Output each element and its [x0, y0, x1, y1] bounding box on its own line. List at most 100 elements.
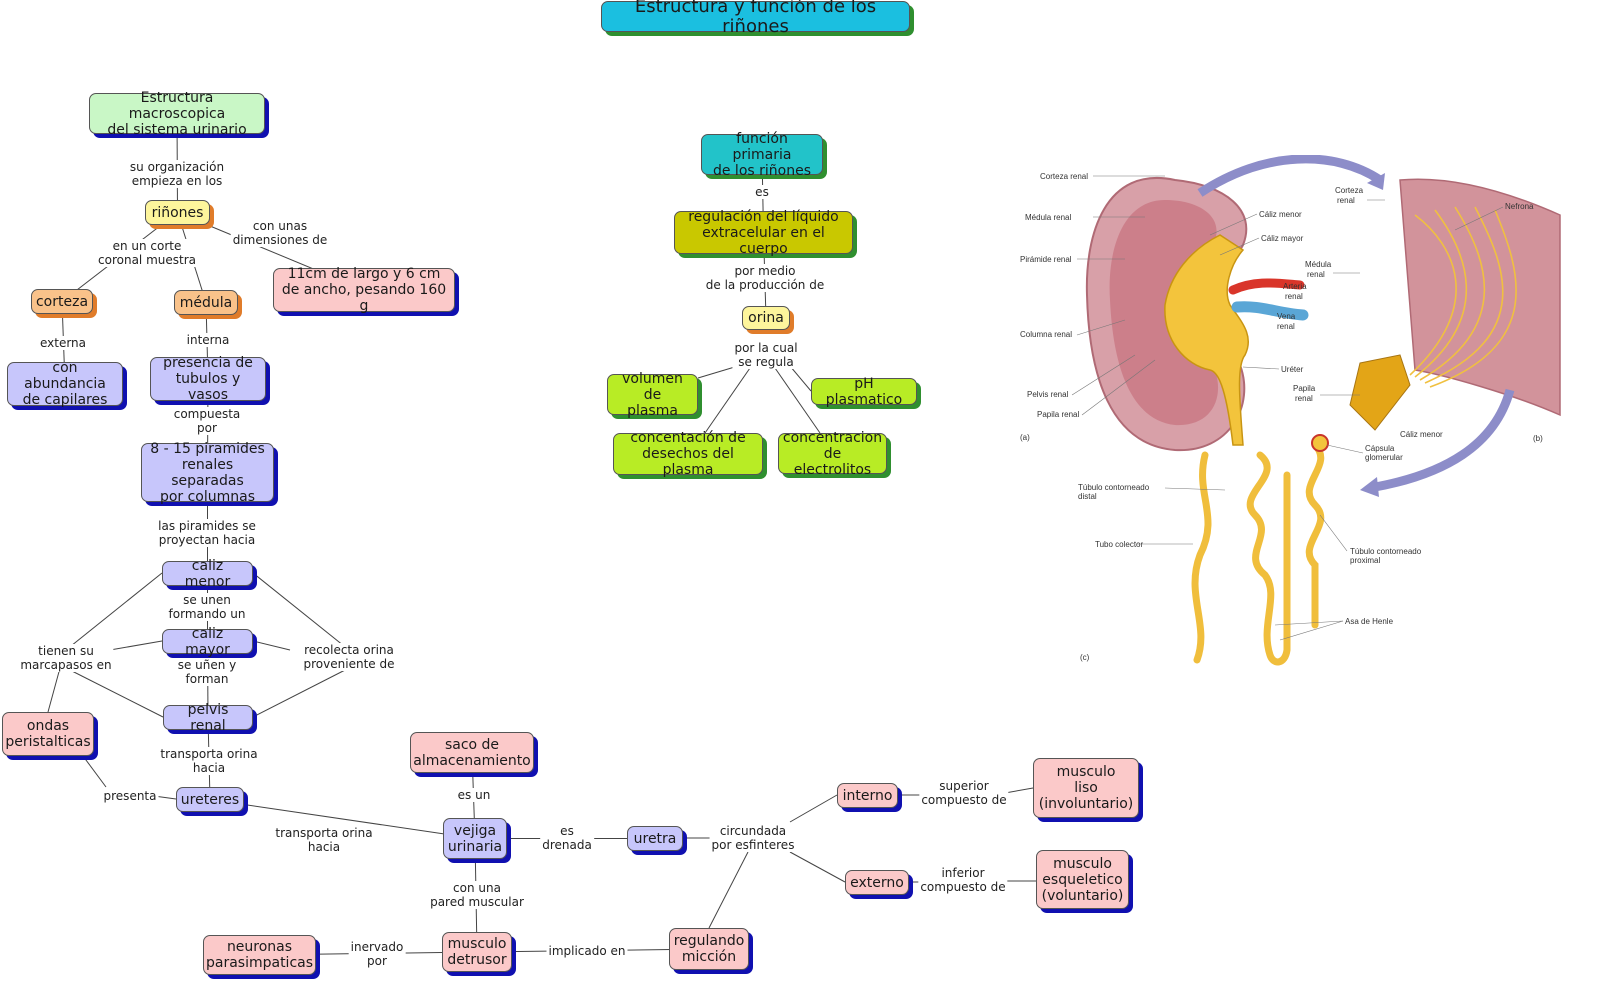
papilla-block: [1349, 354, 1411, 431]
node-electrolitos[interactable]: concentracion de electrolitos: [778, 430, 887, 478]
arrowhead-top: [1367, 173, 1385, 190]
node-caliz-menor[interactable]: caliz menor: [162, 558, 253, 590]
connector-line: [47, 667, 61, 713]
node-musculo-detrusor[interactable]: musculo detrusor: [442, 932, 512, 972]
link-label-implicado: implicado en: [546, 944, 628, 958]
node-regulando-miccion[interactable]: regulando micción: [669, 928, 749, 970]
link-label-compuesta: compuesta por: [171, 407, 243, 435]
link-label-dimensiones: con unas dimensiones de: [230, 219, 330, 247]
node-abundancia-capilares[interactable]: con abundancia de capilares: [7, 360, 123, 408]
link-label-presenta: presenta: [101, 789, 159, 803]
labels-panel-b: Corteza renal Nefrona Médula renal Papil…: [1293, 186, 1543, 443]
node-caliz-mayor[interactable]: caliz mayor: [162, 626, 253, 658]
link-label-inferior: inferior compuesto de: [918, 866, 1008, 894]
node-saco-almacenamiento[interactable]: saco de almacenamiento: [410, 732, 534, 773]
node-corteza[interactable]: corteza: [31, 289, 93, 314]
svg-text:proximal: proximal: [1350, 556, 1380, 565]
node-externo[interactable]: externo: [845, 870, 909, 895]
connector-line: [789, 794, 838, 823]
arrowhead-bottom: [1360, 477, 1379, 497]
svg-text:Tubo colector: Tubo colector: [1095, 540, 1144, 549]
link-label-organizacion: su organización empieza en los: [127, 160, 227, 188]
link-label-unen-formando: se unen formando un: [166, 593, 248, 621]
connector-line: [789, 851, 846, 883]
node-tubulos-vasos[interactable]: presencia de tubulos y vasos: [150, 355, 266, 403]
connector-line: [252, 640, 291, 651]
link-label-superior: superior compuesto de: [919, 779, 1009, 807]
node-vejiga-urinaria[interactable]: vejiga urinaria: [443, 818, 507, 859]
connector-line: [65, 667, 164, 718]
connector-line: [1004, 787, 1034, 794]
cortex-wedge: [1399, 178, 1561, 417]
node-ondas-peristalticas[interactable]: ondas peristalticas: [2, 712, 94, 756]
node-piramides-renales[interactable]: 8 - 15 piramides renales separadas por c…: [141, 441, 274, 505]
svg-text:renal: renal: [1337, 196, 1355, 205]
svg-text:Médula: Médula: [1305, 260, 1332, 269]
svg-text:renal: renal: [1307, 270, 1325, 279]
svg-text:distal: distal: [1078, 492, 1097, 501]
node-medula[interactable]: médula: [174, 290, 238, 315]
node-interno[interactable]: interno: [837, 783, 898, 808]
renal-artery: [1228, 278, 1305, 295]
svg-text:Vena: Vena: [1277, 312, 1296, 321]
link-label-circundada: circundada por esfinteres: [709, 824, 797, 852]
node-dimensiones[interactable]: 11cm de largo y 6 cm de ancho, pesando 1…: [273, 266, 455, 314]
connector-line: [109, 640, 163, 651]
link-label-corte-coronal: en un corte coronal muestra: [96, 239, 198, 267]
connector-line: [708, 851, 749, 929]
svg-text:Nefrona: Nefrona: [1505, 202, 1534, 211]
map-title[interactable]: Estructura y función de los riñones: [601, 0, 910, 36]
link-label-externa: externa: [37, 336, 89, 350]
svg-text:Asa de Henle: Asa de Henle: [1345, 617, 1394, 626]
svg-text:Túbulo contorneado: Túbulo contorneado: [1078, 483, 1150, 492]
node-regulacion-liquido[interactable]: regulación del líquido extracelular en e…: [674, 209, 853, 257]
node-estructura-macroscopica[interactable]: Estructura macroscopica del sistema urin…: [89, 90, 265, 138]
svg-text:Cápsula: Cápsula: [1365, 444, 1395, 453]
node-musculo-esqueletico[interactable]: musculo esqueletico (voluntario): [1036, 850, 1129, 909]
connector-line: [252, 667, 350, 718]
connector-line: [82, 755, 107, 788]
node-ureteres[interactable]: ureteres: [176, 787, 244, 812]
node-musculo-liso[interactable]: musculo liso (involuntario): [1033, 758, 1139, 818]
node-funcion-primaria[interactable]: función primaria de los riñones: [701, 131, 823, 179]
connector-line: [697, 365, 739, 379]
node-volumen-plasma[interactable]: volumen de plasma: [607, 371, 698, 419]
link-label-regula: por la cual se regula: [732, 341, 800, 369]
glomerular-capsule: [1311, 434, 1329, 452]
connector-line: [704, 367, 751, 434]
node-pelvis-renal[interactable]: pelvis renal: [163, 702, 253, 734]
nephron-lines: [1409, 206, 1517, 388]
node-rinones[interactable]: riñones: [145, 200, 210, 225]
link-label-es-un: es un: [455, 788, 493, 802]
node-orina[interactable]: orina: [742, 306, 790, 330]
link-label-unen-forman: se uñen y forman: [175, 658, 239, 686]
labels-panel-a: Corteza renal Médula renal Pirámide rena…: [1020, 172, 1307, 442]
svg-text:Uréter: Uréter: [1281, 365, 1304, 374]
node-uretra[interactable]: uretra: [627, 826, 683, 851]
connector-line: [774, 367, 821, 434]
renal-vein: [1231, 301, 1309, 321]
node-neuronas-parasimpaticas[interactable]: neuronas parasimpaticas: [203, 935, 316, 975]
link-label-transporta-1: transporta orina hacia: [158, 747, 260, 775]
link-label-pared: con una pared muscular: [428, 881, 526, 909]
curved-arrow-top: [1197, 155, 1383, 197]
connector-line: [65, 572, 163, 651]
svg-text:(b): (b): [1533, 434, 1543, 443]
renal-pelvis: [1164, 234, 1250, 446]
svg-text:Columna renal: Columna renal: [1020, 330, 1072, 339]
connector-line: [209, 799, 476, 839]
node-desechos-plasma[interactable]: concentación de desechos del plasma: [613, 430, 763, 478]
svg-text:Pirámide renal: Pirámide renal: [1020, 255, 1072, 264]
svg-text:Corteza renal: Corteza renal: [1040, 172, 1088, 181]
svg-text:Cáliz mayor: Cáliz mayor: [1261, 234, 1304, 243]
svg-text:Arteria: Arteria: [1283, 282, 1307, 291]
link-label-produccion: por medio de la producción de: [703, 264, 827, 292]
svg-text:Corteza: Corteza: [1335, 186, 1364, 195]
svg-text:(a): (a): [1020, 433, 1030, 442]
labels-panel-c: Cápsula glomerular Túbulo contorneado di…: [1078, 444, 1422, 662]
link-label-drenada: es drenada: [540, 824, 594, 852]
svg-text:Cáliz menor: Cáliz menor: [1259, 210, 1302, 219]
kidney-anatomy-illustration: Corteza renal Médula renal Pirámide rena…: [1020, 155, 1561, 666]
node-ph-plasmatico[interactable]: pH plasmatico: [811, 376, 917, 408]
